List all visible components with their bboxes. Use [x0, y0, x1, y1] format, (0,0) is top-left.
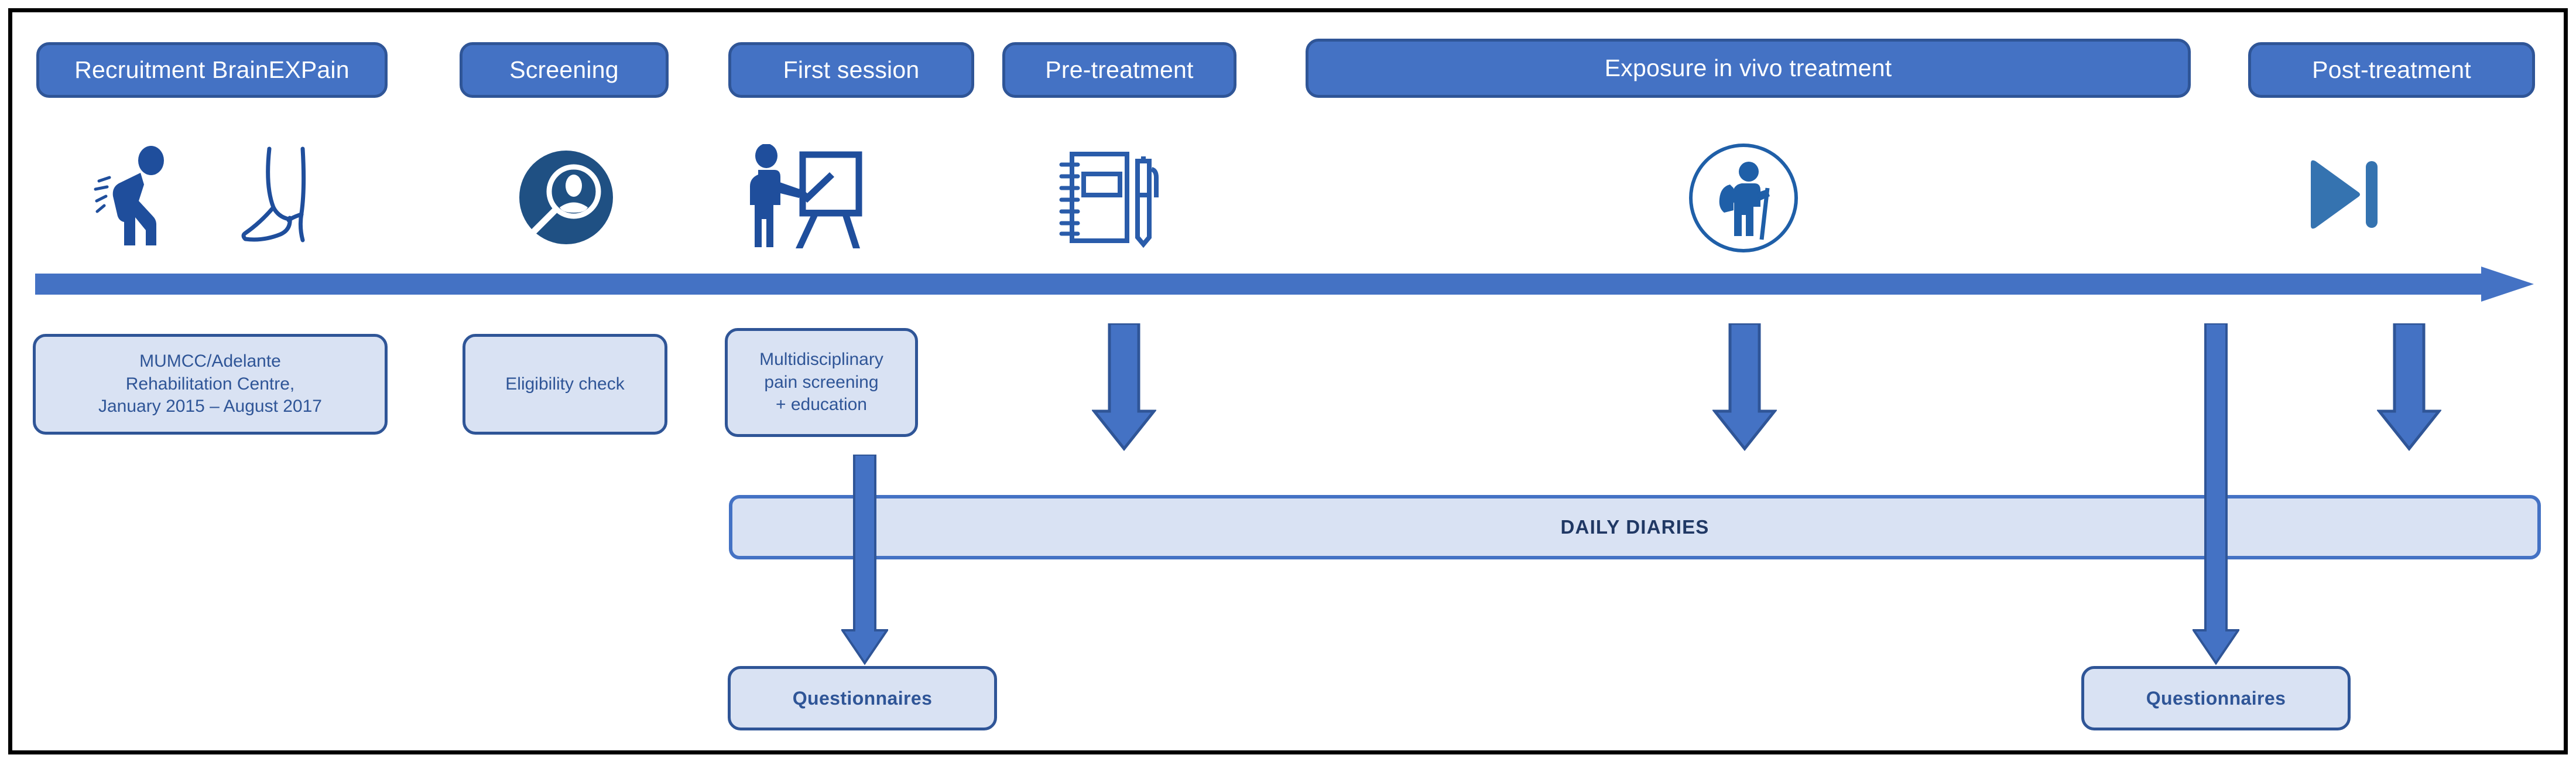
phase-box-recruitment[interactable]: Recruitment BrainEXPain [36, 42, 388, 98]
down-arrow-first-session-to-questionnaires [841, 455, 888, 665]
icon-cell-foot [234, 144, 340, 249]
detail-site-line1: MUMCC/Adelante [139, 351, 281, 371]
figure-frame-border [8, 8, 2568, 754]
questionnaires-second-label: Questionnaires [2146, 687, 2286, 709]
phase-box-post-treatment[interactable]: Post-treatment [2248, 42, 2535, 98]
daily-diaries-label: DAILY DIARIES [1560, 516, 1710, 538]
detail-box-multidisciplinary[interactable]: Multidisciplinary pain screening + educa… [725, 328, 918, 437]
phase-label-recruitment: Recruitment BrainEXPain [74, 56, 350, 83]
daily-diaries-bar[interactable]: DAILY DIARIES [729, 495, 2541, 559]
hiker-circle-icon [1688, 143, 1798, 252]
questionnaires-box-first[interactable]: Questionnaires [728, 666, 997, 730]
foot-leg-icon [241, 146, 306, 242]
skip-to-end-icon [2310, 160, 2378, 229]
phase-label-pre-treatment: Pre-treatment [1045, 56, 1194, 83]
detail-site-line3: January 2015 – August 2017 [98, 397, 322, 416]
down-arrow-exposure-midpoint [1712, 323, 1777, 451]
timeline-arrow [35, 267, 2534, 302]
icon-cell-back-pain [82, 141, 187, 249]
icon-cell-presenter [744, 144, 864, 249]
down-arrow-exposure-to-questionnaires [2193, 323, 2239, 665]
screening-magnifier-person-icon [519, 151, 613, 244]
detail-eligibility-label: Eligibility check [505, 374, 625, 394]
icon-cell-skip [2295, 153, 2392, 235]
down-arrow-post-treatment [2377, 323, 2441, 451]
back-pain-person-icon [94, 145, 164, 245]
detail-site-line2: Rehabilitation Centre, [125, 374, 295, 394]
phase-box-first-session[interactable]: First session [728, 42, 974, 98]
icon-cell-hiker [1686, 141, 1800, 255]
phase-label-first-session: First session [783, 56, 920, 83]
phase-box-exposure[interactable]: Exposure in vivo treatment [1306, 39, 2191, 98]
phase-box-screening[interactable]: Screening [460, 42, 669, 98]
down-arrow-pre-treatment [1092, 323, 1156, 451]
detail-box-eligibility[interactable]: Eligibility check [463, 334, 667, 435]
phase-box-pre-treatment[interactable]: Pre-treatment [1002, 42, 1236, 98]
notebook-pen-icon [1059, 151, 1159, 248]
presenter-whiteboard-icon [749, 144, 862, 248]
icon-cell-screening [515, 146, 618, 249]
phase-label-exposure: Exposure in vivo treatment [1604, 54, 1892, 81]
detail-box-site-and-period[interactable]: MUMCC/Adelante Rehabilitation Centre, Ja… [33, 334, 388, 435]
phase-label-post-treatment: Post-treatment [2312, 56, 2471, 83]
detail-multi-line3: + education [776, 395, 867, 415]
detail-multi-line2: pain screening [764, 372, 879, 392]
icon-cell-notebook [1054, 146, 1162, 249]
questionnaires-box-second[interactable]: Questionnaires [2081, 666, 2351, 730]
phase-label-screening: Screening [509, 56, 619, 83]
detail-multi-line1: Multidisciplinary [759, 350, 883, 370]
questionnaires-first-label: Questionnaires [792, 687, 933, 709]
